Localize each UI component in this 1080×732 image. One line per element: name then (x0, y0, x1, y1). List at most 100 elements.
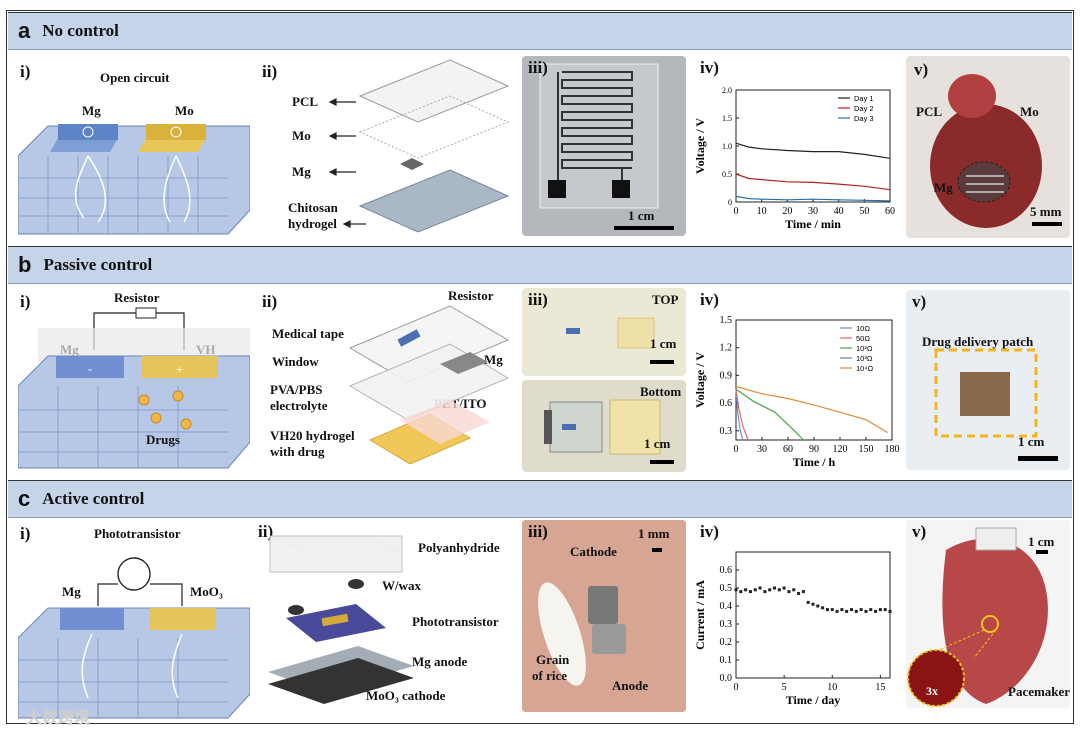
top-label: TOP (652, 292, 679, 307)
y-tick-label: 0.4 (720, 601, 733, 612)
electrode-label-moo3: MoO₃ (190, 584, 223, 599)
layer-label: electrolyte (270, 398, 328, 413)
subpanel-label: iv) (700, 58, 719, 77)
mg-electrode (50, 124, 118, 152)
current-lines (74, 155, 191, 223)
subpanel-label: iii) (528, 58, 548, 77)
cathode-label: Cathode (570, 544, 617, 559)
electrode-label-mg: Mg (82, 103, 101, 118)
layer-label: Phototransistor (412, 614, 499, 629)
data-point (830, 608, 834, 612)
x-tick-label: 60 (885, 206, 895, 217)
layer-label: W/wax (382, 578, 421, 593)
data-point (859, 608, 863, 612)
y-tick-label: 1.0 (722, 142, 732, 151)
data-point (773, 586, 776, 590)
scale-bar-label: 1 cm (650, 336, 677, 351)
layer-label: Chitosan (288, 200, 338, 215)
subpanel-label: v) (912, 522, 927, 541)
y-tick-label: 0.6 (720, 398, 733, 409)
x-tick-label: 5 (782, 682, 787, 693)
heart-photo-c (906, 520, 1070, 708)
x-tick-label: 30 (808, 206, 818, 217)
data-point (845, 609, 849, 613)
layer-label: hydrogel (288, 216, 337, 231)
subpanel-label: i) (20, 292, 31, 311)
watermark: 大数跨境 (26, 708, 91, 727)
subpanel-label: v) (912, 292, 927, 311)
data-point (797, 591, 801, 595)
legend-label: 10³Ω (856, 354, 873, 363)
bottom-label: Bottom (640, 384, 682, 399)
serpentine-electrode (539, 63, 674, 230)
electrode-label-mg: Mg (62, 584, 81, 599)
y-tick-label: 1.2 (720, 343, 733, 354)
x-tick-label: 15 (875, 682, 885, 693)
heart-photo-a (906, 56, 1070, 238)
heart-device (930, 74, 1062, 228)
patch-caption: Drug delivery patch (922, 334, 1034, 349)
y-tick-label: 0.1 (720, 655, 733, 666)
drug-particles (138, 390, 192, 430)
tissue-diagram (18, 124, 250, 235)
rice-label: Grain (536, 652, 570, 667)
layer-label: MoO₃ cathode (366, 688, 446, 703)
scale-bar-label: 1 cm (1018, 434, 1045, 449)
y-tick-label: 0.3 (720, 619, 733, 630)
legend-label: Day 3 (854, 114, 874, 123)
layer-label: VH20 hydrogel (270, 428, 355, 443)
x-tick-label: 40 (834, 206, 844, 217)
data-point (748, 590, 752, 594)
data-point (777, 588, 781, 592)
data-point (883, 608, 887, 612)
subpanel-label: iii) (528, 290, 548, 309)
y-tick-label: 0 (728, 198, 732, 207)
x-tick-label: 60 (783, 444, 793, 455)
layer-label: PCL (292, 94, 318, 109)
series-line (735, 388, 805, 441)
legend-label: Day 1 (854, 94, 874, 103)
data-point (888, 609, 892, 613)
x-tick-label: 30 (757, 444, 767, 455)
subpanel-label: iii) (528, 522, 548, 541)
y-axis-label: Current / mA (693, 580, 707, 650)
exploded-layers-a (328, 59, 510, 233)
data-point (874, 609, 878, 613)
y-tick-label: 0.9 (720, 370, 733, 381)
svg-text:-: - (88, 362, 92, 376)
y-tick-label: 2.0 (722, 86, 732, 95)
diagram-title: Open circuit (100, 70, 170, 85)
panel-letter: a (18, 18, 31, 43)
x-tick-label: 50 (859, 206, 869, 217)
anode-label: Anode (612, 678, 649, 693)
subpanel-label: i) (20, 62, 31, 81)
drugs-label: Drugs (146, 432, 180, 447)
cell-block (18, 125, 250, 235)
mo-label: Mo (1020, 104, 1039, 119)
series-line (735, 385, 889, 434)
pcl-layer (358, 59, 510, 123)
scale-bar-label: 1 cm (644, 436, 671, 451)
y-tick-label: 0.5 (720, 583, 733, 594)
data-point (825, 608, 829, 612)
data-point (854, 609, 858, 613)
x-tick-label: 10 (827, 682, 837, 693)
subpanel-label: ii) (262, 292, 278, 311)
data-point (811, 602, 815, 606)
layer-label: PVA/PBS (270, 382, 323, 397)
exploded-layers-c (268, 535, 414, 704)
diagram-title: Phototransistor (94, 526, 181, 541)
data-point (864, 609, 868, 613)
data-point (792, 588, 796, 592)
subpanel-label: iv) (700, 522, 719, 541)
x-tick-label: 90 (809, 444, 819, 455)
data-point (821, 606, 825, 610)
panel-b-header: b Passive control (8, 246, 1072, 284)
scale-bar-label: 5 mm (1030, 204, 1062, 219)
active-diagram (18, 557, 250, 719)
data-point (739, 590, 743, 594)
resistor-label: Resistor (114, 290, 160, 305)
y-tick-label: 0.0 (720, 673, 733, 684)
